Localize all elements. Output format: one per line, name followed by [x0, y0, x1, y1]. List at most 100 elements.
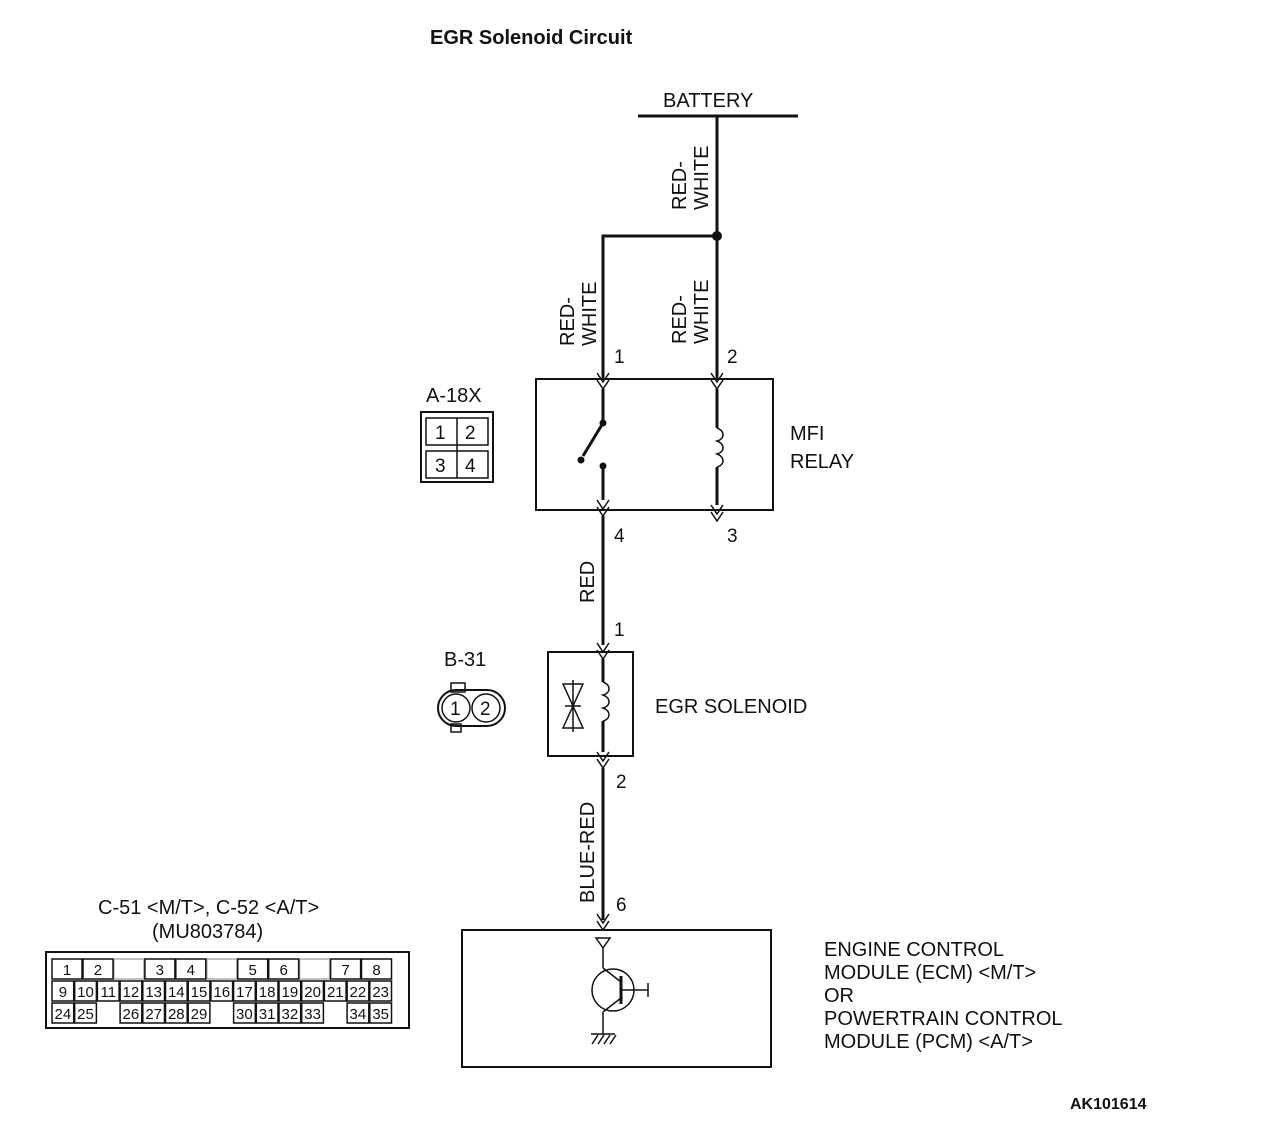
connector-pin-label: 12 [123, 984, 140, 1001]
connector-blank-cell [206, 958, 238, 980]
module-label-4: POWERTRAIN CONTROL [824, 1008, 1063, 1030]
connector-pin-label: 32 [282, 1006, 299, 1023]
relay-pin-1: 1 [614, 347, 625, 368]
solenoid-pin-2: 2 [616, 772, 627, 793]
egr-solenoid-symbol [561, 642, 610, 770]
connector-pin-cell [73, 1002, 98, 1024]
connector-pin-cell [142, 980, 166, 1002]
svg-text:1: 1 [435, 423, 446, 444]
connector-pin-cell [278, 1002, 302, 1024]
connector-pin-cell [369, 980, 393, 1002]
connector-c51-title-2: (MU803784) [152, 921, 263, 943]
connector-pin-label: 18 [259, 984, 276, 1001]
module-label-3: OR [824, 985, 854, 1007]
connector-pin-label: 9 [59, 984, 67, 1001]
connector-pin-cell [329, 958, 362, 980]
relay-pin-2: 2 [727, 347, 738, 368]
wire-label-pin2-2: WHITE [691, 280, 713, 344]
connector-pin-label: 24 [55, 1006, 72, 1023]
connector-pin-label: 31 [259, 1006, 276, 1023]
svg-text:2: 2 [465, 423, 476, 444]
connector-pin-cell [346, 980, 370, 1002]
connector-pin-label: 23 [372, 984, 389, 1001]
connector-pin-label: 20 [304, 984, 321, 1001]
module-label-5: MODULE (PCM) <A/T> [824, 1031, 1033, 1053]
wire-label-pin2-1: RED- [669, 295, 691, 344]
connector-pin-cell [232, 1002, 257, 1024]
connector-pin-cell [267, 958, 300, 980]
connector-pin-cell [187, 980, 211, 1002]
diagram-title: EGR Solenoid Circuit [430, 27, 633, 49]
connector-pin-cell [73, 980, 98, 1002]
connector-pin-label: 15 [191, 984, 208, 1001]
connector-c51-title-1: C-51 <M/T>, C-52 <A/T> [98, 897, 319, 919]
control-module-box [461, 929, 772, 1068]
wire-label-pin1-1: RED- [557, 297, 579, 346]
connector-pin-label: 5 [249, 962, 257, 979]
relay-pin-3: 3 [727, 526, 738, 547]
connector-pin-label: 2 [94, 962, 102, 979]
connector-blank-cell [298, 958, 331, 980]
connector-pin-cell [164, 980, 188, 1002]
connector-pin-label: 33 [304, 1006, 321, 1023]
connector-pin-label: 30 [236, 1006, 253, 1023]
connector-pin-cell [255, 1002, 279, 1024]
wire-label-pin1-2: WHITE [579, 282, 601, 346]
connector-pin-cell [232, 980, 257, 1002]
connector-pin-cell [142, 1002, 166, 1024]
connector-pin-cell [144, 958, 176, 980]
wire-branch-pin1 [601, 234, 717, 380]
connector-a18x-code: A-18X [426, 385, 482, 407]
wire-label-battery-feed-1: RED- [669, 161, 691, 210]
connector-pin-cell [210, 980, 234, 1002]
connector-pin-label: 35 [372, 1006, 389, 1023]
relay-pin-4: 4 [614, 526, 625, 547]
connector-pin-label: 14 [168, 984, 185, 1001]
relay-switch-symbol [577, 372, 610, 518]
connector-pin-label: 13 [145, 984, 162, 1001]
connector-pin-label: 27 [145, 1006, 162, 1023]
connector-pin-cell [82, 958, 114, 980]
connector-pin-label: 25 [77, 1006, 94, 1023]
connector-pin-label: 19 [282, 984, 299, 1001]
module-label-2: MODULE (ECM) <M/T> [824, 962, 1036, 984]
connector-pin-cell [51, 1002, 75, 1024]
connector-pin-cell [96, 980, 120, 1002]
connector-pin-cell [300, 980, 325, 1002]
connector-b31-code: B-31 [444, 649, 486, 671]
connector-pin-cell [236, 958, 269, 980]
connector-pin-label: 34 [350, 1006, 367, 1023]
module-label-1: ENGINE CONTROL [824, 939, 1004, 961]
connector-pin-label: 7 [341, 962, 349, 979]
connector-pin-label: 1 [63, 962, 71, 979]
connector-pin-cell [119, 980, 143, 1002]
battery-label: BATTERY [663, 90, 753, 112]
wire-label-red: RED [577, 561, 599, 603]
connector-pin-cell [323, 980, 347, 1002]
connector-pin-cell [346, 1002, 370, 1024]
connector-pin-label: 4 [187, 962, 195, 979]
connector-pin-cell [369, 1002, 393, 1024]
transistor-symbol [591, 937, 649, 1045]
connector-pin-cell [51, 980, 75, 1002]
document-code: AK101614 [1070, 1096, 1147, 1113]
connector-pin-label: 8 [372, 962, 380, 979]
connector-pin-label: 28 [168, 1006, 185, 1023]
connector-pin-cell [164, 1002, 188, 1024]
connector-pin-label: 3 [156, 962, 164, 979]
mfi-relay-label-1: MFI [790, 423, 824, 445]
svg-text:4: 4 [465, 456, 476, 477]
svg-text:1: 1 [450, 699, 461, 720]
connector-pin-label: 10 [77, 984, 94, 1001]
connector-pin-cell [360, 958, 393, 980]
connector-pin-label: 21 [327, 984, 344, 1001]
connector-pin-cell [119, 1002, 143, 1024]
connector-pin-cell [255, 980, 279, 1002]
solenoid-pin-1: 1 [614, 620, 625, 641]
connector-pin-cell [175, 958, 207, 980]
connector-pin-cell [278, 980, 302, 1002]
svg-text:3: 3 [435, 456, 446, 477]
mfi-relay-box [535, 378, 774, 511]
